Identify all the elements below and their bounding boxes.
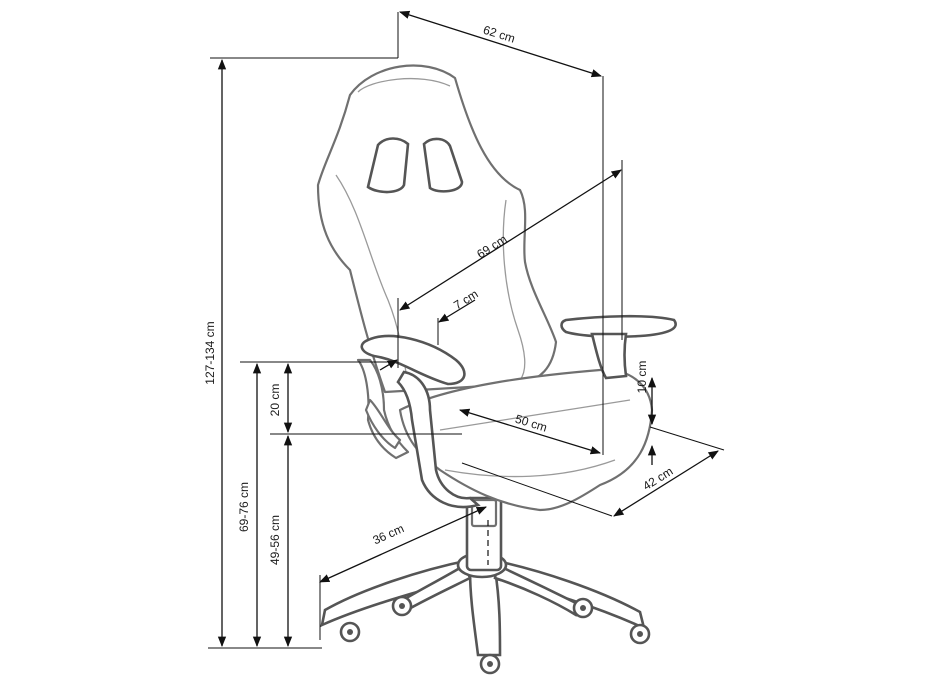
armrest-left bbox=[360, 334, 466, 386]
armrest-right bbox=[560, 314, 677, 380]
armrest-left-support bbox=[356, 358, 481, 509]
label-base-radius: 36 cm bbox=[371, 521, 407, 547]
dimension-lines bbox=[208, 10, 725, 649]
label-total-height: 127-134 cm bbox=[203, 321, 217, 384]
gas-lift-cylinder bbox=[465, 496, 503, 572]
chair-backrest bbox=[316, 64, 558, 394]
label-seat-height: 49-56 cm bbox=[268, 515, 282, 565]
label-armrest-to-seat: 20 cm bbox=[268, 384, 282, 417]
chair-illustration bbox=[316, 64, 677, 675]
chair-wheels bbox=[339, 595, 651, 675]
label-seat-side: 10 cm bbox=[635, 361, 649, 394]
label-top-width: 62 cm bbox=[481, 23, 516, 46]
label-armrest-height: 69-76 cm bbox=[237, 482, 251, 532]
